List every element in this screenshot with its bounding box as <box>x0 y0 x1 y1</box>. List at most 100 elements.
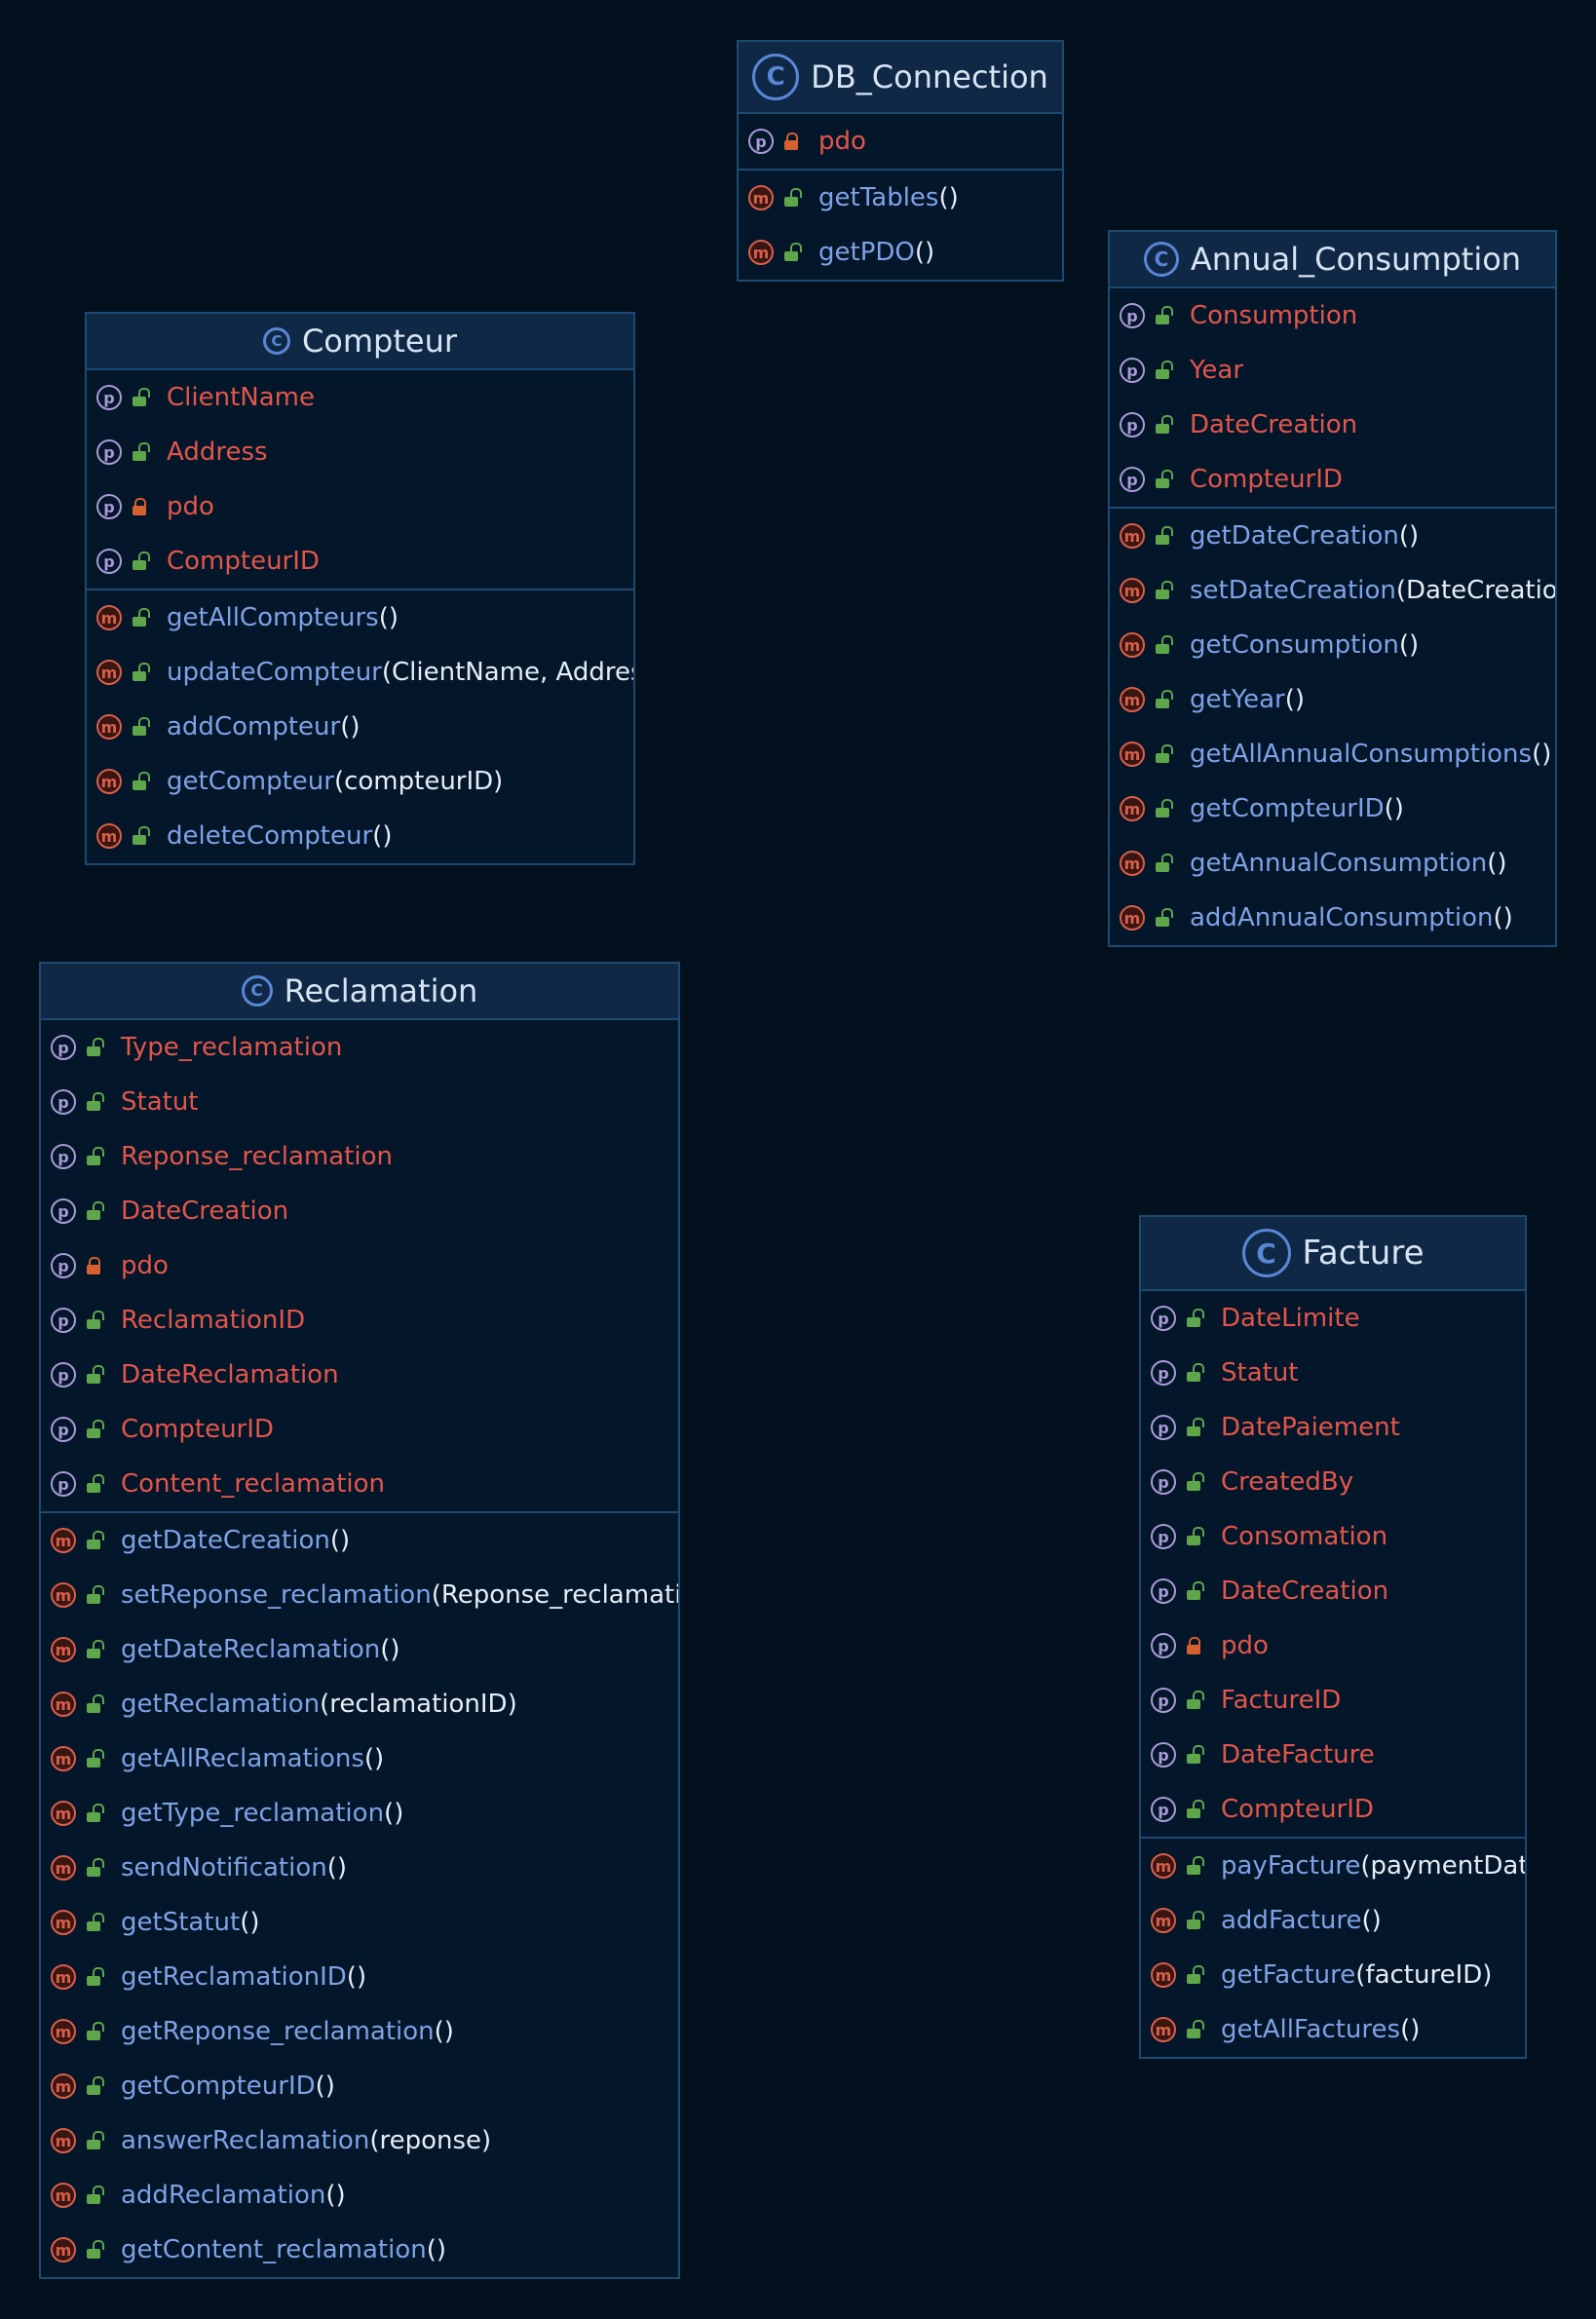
method-name: getTables <box>818 183 939 212</box>
public-unlock-icon <box>86 1365 104 1385</box>
public-unlock-icon <box>86 1038 104 1057</box>
method-name: deleteCompteur <box>167 821 373 851</box>
property-name: CompteurID <box>1221 1795 1374 1824</box>
class-icon: C <box>262 327 290 355</box>
class-name: DB_Connection <box>811 58 1048 95</box>
method-args: () <box>1398 521 1420 551</box>
property-name: FactureID <box>1221 1686 1342 1715</box>
method-args: () <box>315 2072 335 2101</box>
method-icon: m <box>1151 1853 1176 1879</box>
public-unlock-icon <box>132 826 150 846</box>
property-icon: p <box>96 439 122 465</box>
private-lock-icon <box>132 497 147 516</box>
property-name: Statut <box>1221 1358 1299 1388</box>
public-unlock-icon <box>86 2240 104 2260</box>
property-icon: p <box>51 1471 76 1497</box>
method-icon: m <box>748 185 774 210</box>
method-icon: m <box>96 769 122 794</box>
public-unlock-icon <box>1155 690 1173 709</box>
property-icon: p <box>51 1417 76 1442</box>
public-unlock-icon <box>86 1092 104 1112</box>
public-unlock-icon <box>1155 635 1173 655</box>
property-name: CreatedBy <box>1221 1467 1354 1497</box>
method-icon: m <box>51 2019 76 2044</box>
public-unlock-icon <box>1186 1472 1204 1492</box>
public-unlock-icon <box>86 1420 104 1439</box>
method-args: () <box>384 1799 404 1828</box>
